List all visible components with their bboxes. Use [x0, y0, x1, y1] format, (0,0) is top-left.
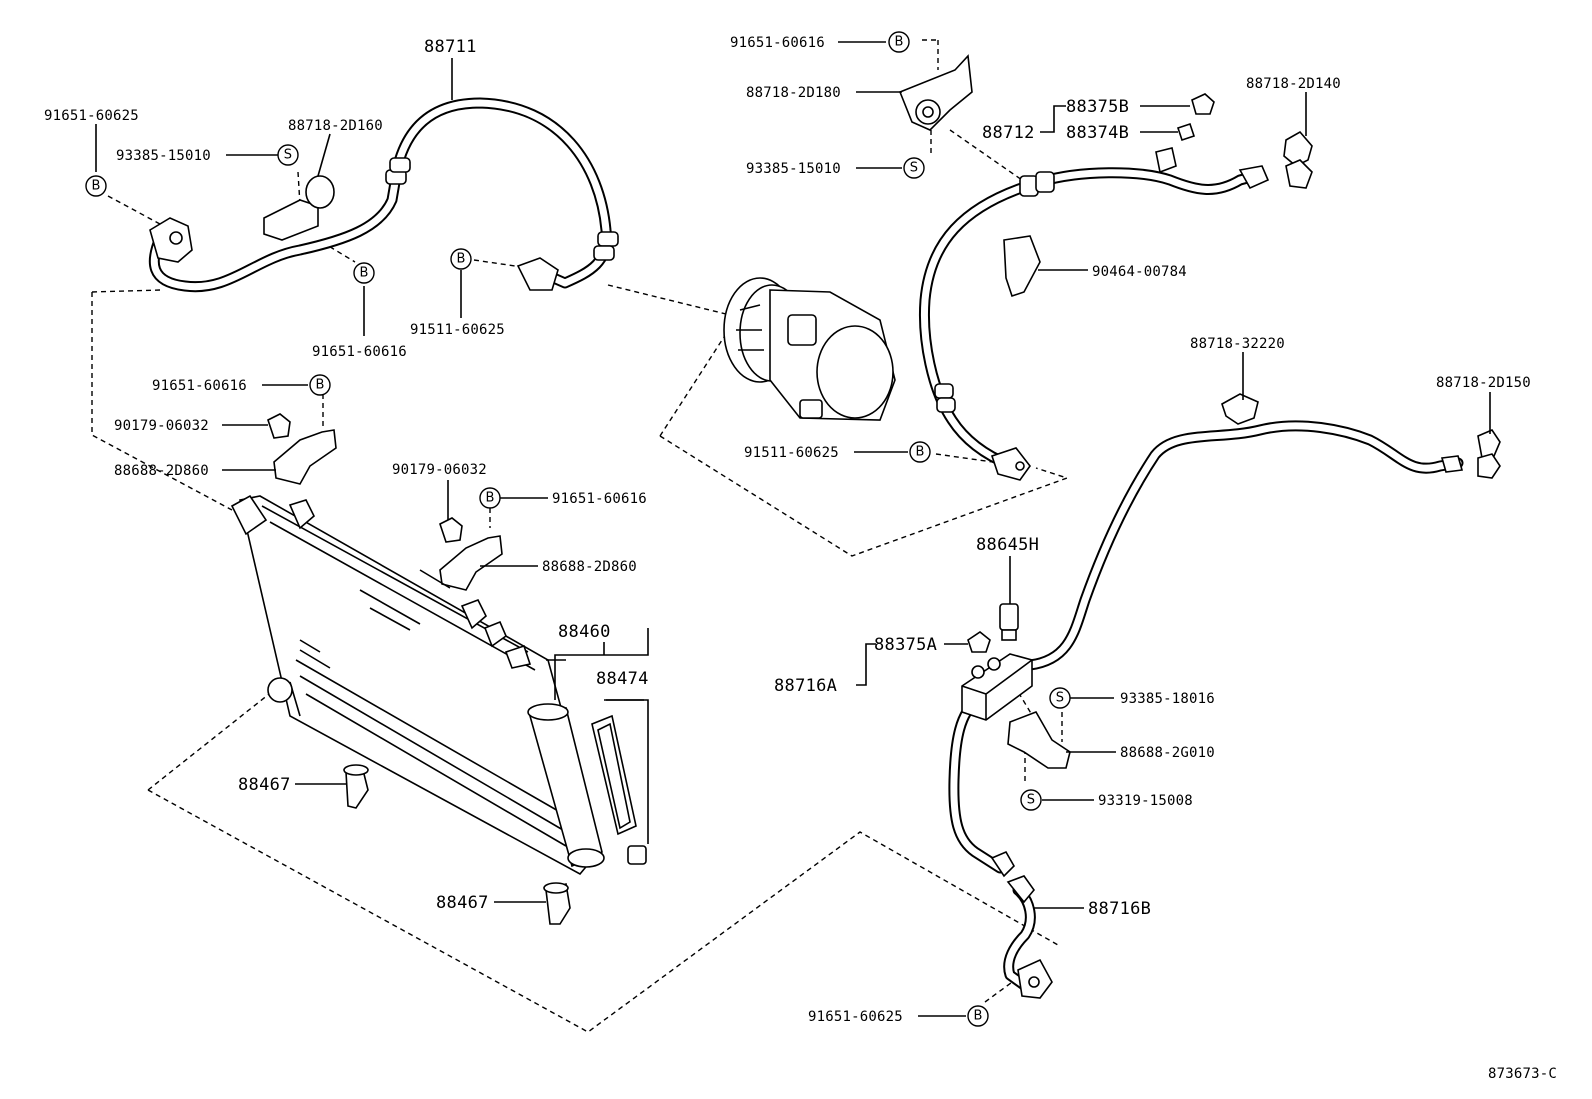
svg-text:B: B: [315, 378, 324, 393]
circled-symbols: B S B B B B B S B S S B: [85, 31, 1071, 1027]
bolt-symbol: B: [909, 441, 931, 463]
svg-text:B: B: [973, 1009, 982, 1024]
label-88375B: 88375B: [1066, 97, 1129, 117]
label-88718-2D180: 88718-2D180: [746, 85, 841, 101]
svg-text:S: S: [284, 148, 292, 163]
label-88688-2D860: 88688-2D860: [114, 463, 209, 479]
svg-text:B: B: [485, 491, 494, 506]
label-88645H: 88645H: [976, 535, 1039, 555]
label-91651-60625: 91651-60625: [808, 1009, 903, 1025]
label-91651-60616: 91651-60616: [152, 378, 247, 394]
label-90464-00784: 90464-00784: [1092, 264, 1187, 280]
svg-text:B: B: [915, 445, 924, 460]
svg-text:S: S: [910, 161, 918, 176]
condenser: [230, 494, 601, 876]
hose-bands: [385, 157, 1055, 413]
compressor: [723, 277, 896, 421]
receiver-dryer: [527, 703, 605, 868]
leader-lines: [95, 41, 1491, 1017]
label-88712: 88712: [982, 123, 1035, 143]
label-88716A: 88716A: [774, 676, 837, 696]
bolt-symbol: B: [967, 1005, 989, 1027]
label-88467: 88467: [238, 775, 291, 795]
label-91511-60625: 91511-60625: [410, 322, 505, 338]
parts: [149, 54, 1501, 999]
part-labels: 88711 91651-60625 88718-2D160 93385-1501…: [44, 35, 1557, 1082]
screw-symbol: S: [277, 144, 299, 166]
label-88474: 88474: [596, 669, 649, 689]
svg-text:B: B: [894, 35, 903, 50]
label-88718-32220: 88718-32220: [1190, 336, 1285, 352]
label-88688-2D860: 88688-2D860: [542, 559, 637, 575]
screw-symbol: S: [1020, 789, 1042, 811]
screw-symbol: S: [903, 157, 925, 179]
drawing-number: 873673-C: [1488, 1066, 1557, 1082]
label-93319-15008: 93319-15008: [1098, 793, 1193, 809]
label-88374B: 88374B: [1066, 123, 1129, 143]
label-88718-2D150: 88718-2D150: [1436, 375, 1531, 391]
label-88688-2G010: 88688-2G010: [1120, 745, 1215, 761]
label-88718-2D140: 88718-2D140: [1246, 76, 1341, 92]
label-88711: 88711: [424, 37, 477, 57]
assembly-dashed-lines: [91, 39, 1070, 1033]
svg-text:S: S: [1056, 691, 1064, 706]
bolt-symbol: B: [85, 175, 107, 197]
label-93385-15010: 93385-15010: [746, 161, 841, 177]
label-90179-06032: 90179-06032: [114, 418, 209, 434]
svg-text:B: B: [456, 252, 465, 267]
label-88718-2D160: 88718-2D160: [288, 118, 383, 134]
label-91651-60616: 91651-60616: [730, 35, 825, 51]
label-91651-60616: 91651-60616: [552, 491, 647, 507]
label-90179-06032: 90179-06032: [392, 462, 487, 478]
label-88716B: 88716B: [1088, 899, 1151, 919]
bolt-symbol: B: [888, 31, 910, 53]
bolt-symbol: B: [353, 262, 375, 284]
label-88375A: 88375A: [874, 635, 937, 655]
svg-text:S: S: [1027, 793, 1035, 808]
svg-text:B: B: [359, 266, 368, 281]
label-93385-18016: 93385-18016: [1120, 691, 1215, 707]
bolt-symbol: B: [479, 487, 501, 509]
label-88467: 88467: [436, 893, 489, 913]
hoses-and-pipes: [148, 97, 1464, 994]
screw-symbol: S: [1049, 687, 1071, 709]
svg-text:B: B: [91, 179, 100, 194]
label-91511-60625: 91511-60625: [744, 445, 839, 461]
label-91651-60625: 91651-60625: [44, 108, 139, 124]
label-91651-60616: 91651-60616: [312, 344, 407, 360]
label-88460: 88460: [558, 622, 611, 642]
bolt-symbol: B: [309, 374, 331, 396]
bolt-symbol: B: [450, 248, 472, 270]
label-93385-15010: 93385-15010: [116, 148, 211, 164]
